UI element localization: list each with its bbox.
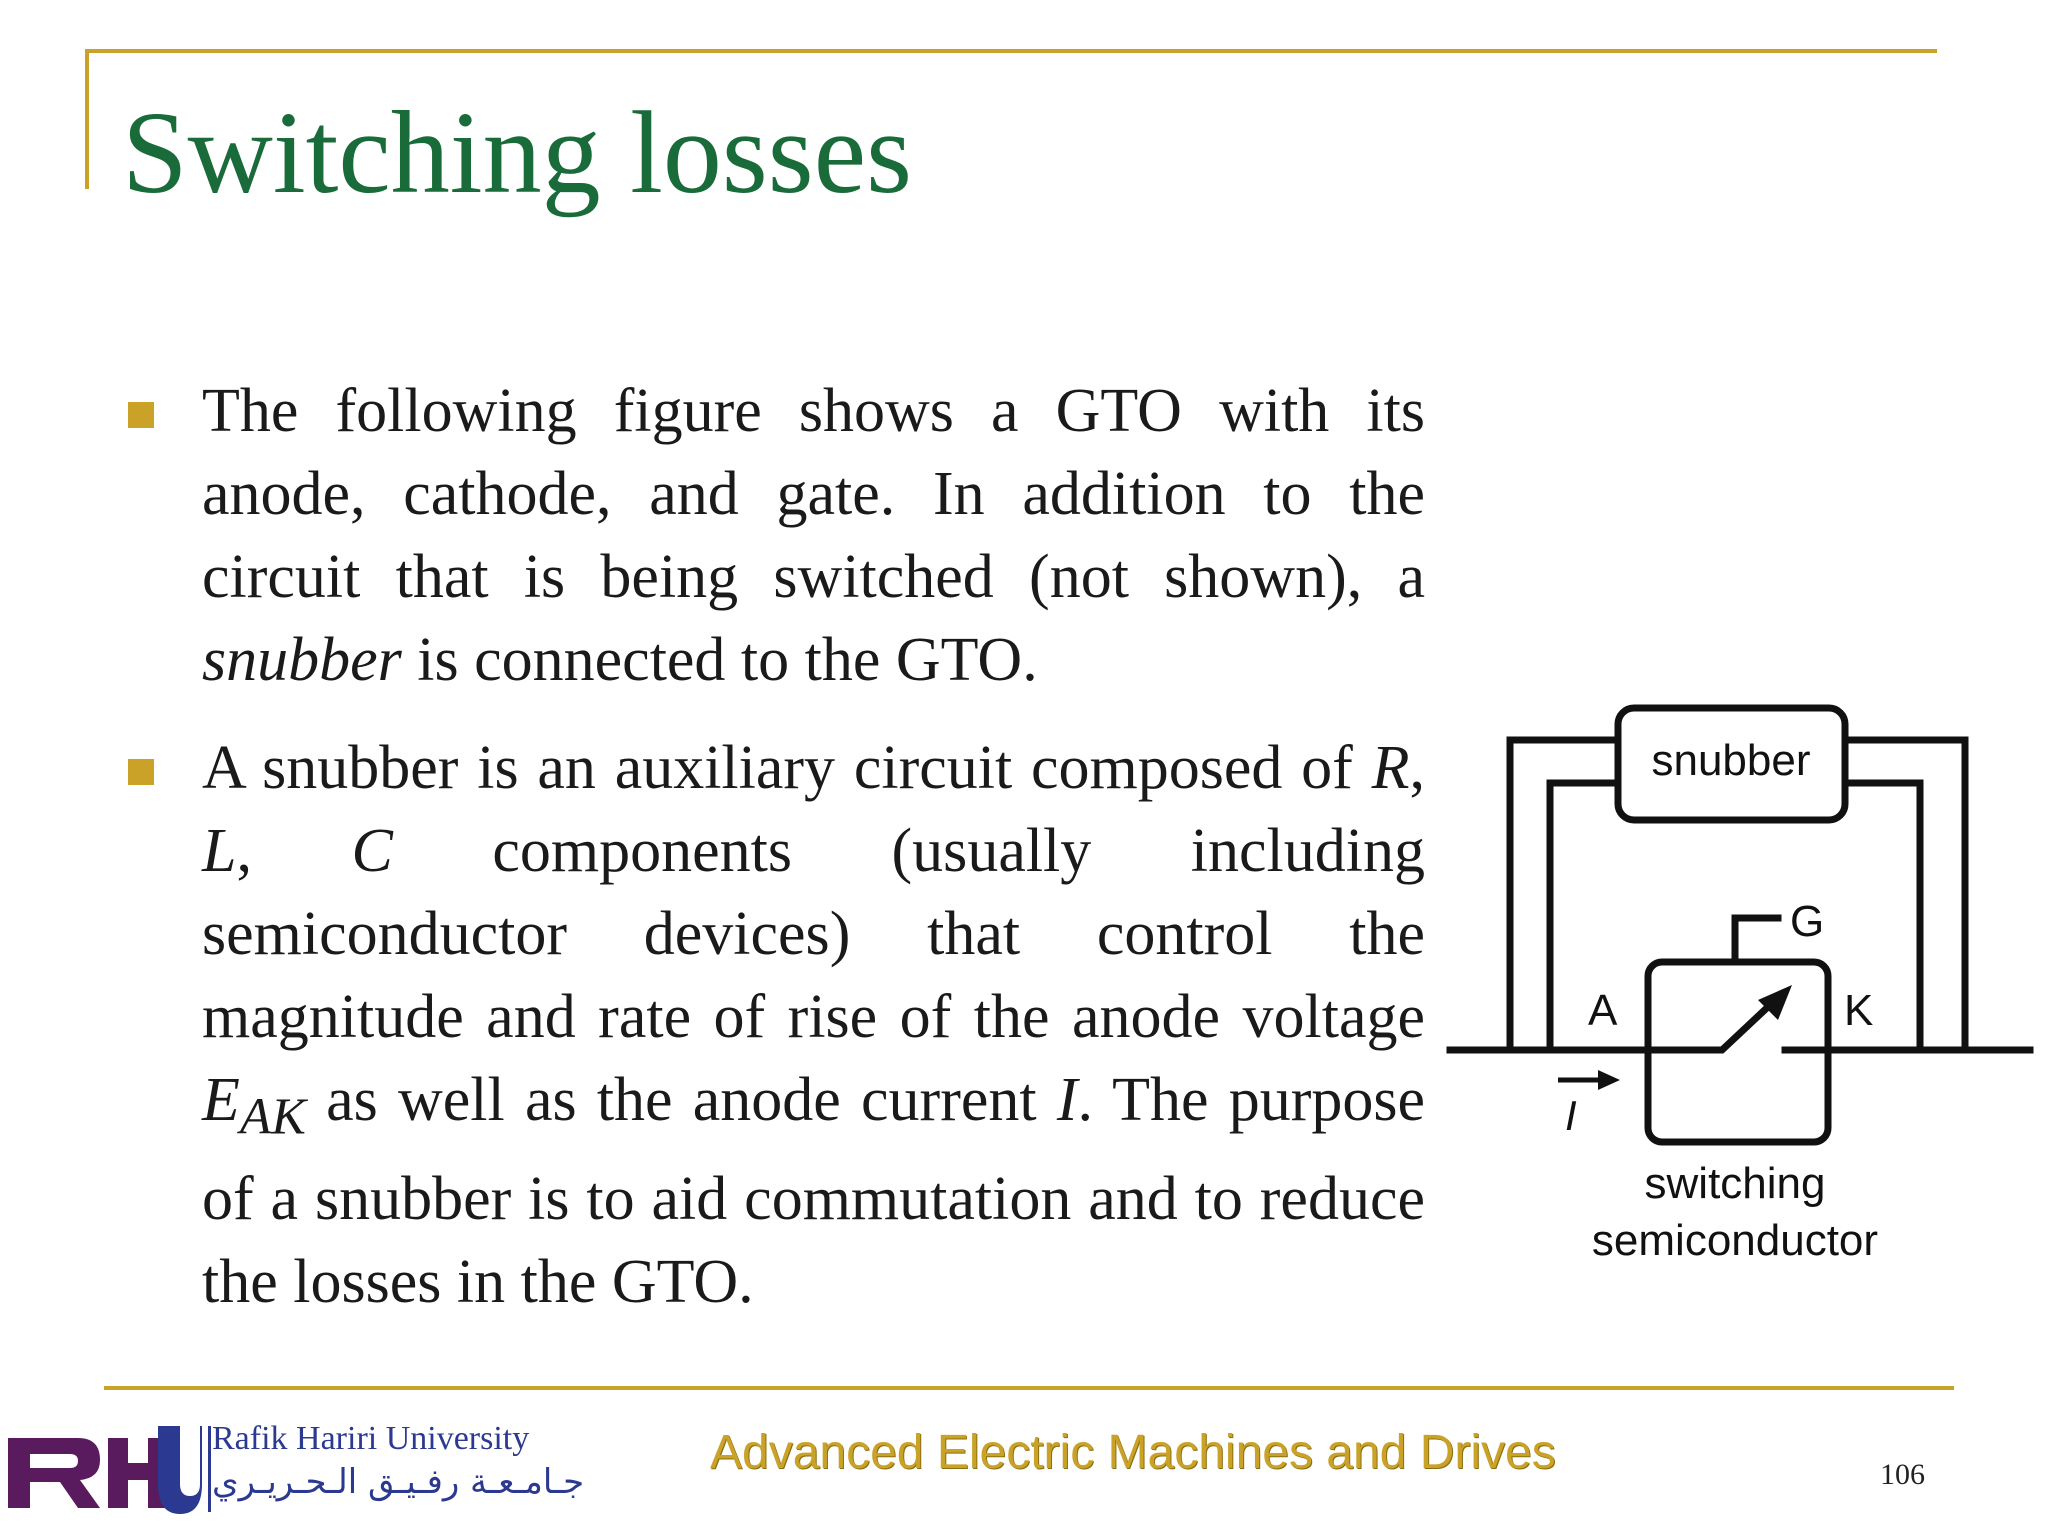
cathode-label: K	[1844, 986, 1873, 1035]
logo-r-shape	[8, 1438, 100, 1508]
snubber-label: snubber	[1651, 736, 1810, 785]
gto-snubber-figure: snubber G A K I switching semiconductor	[1446, 704, 2034, 1265]
inner-wire-right	[1841, 779, 1924, 1054]
current-label: I	[1565, 1092, 1577, 1139]
switch-arrow-icon	[1758, 985, 1792, 1020]
slide-title: Switching losses	[122, 87, 912, 218]
caption-line-2: semiconductor	[1592, 1216, 1878, 1265]
inner-wire	[1546, 779, 1622, 1054]
gate-wire	[1731, 914, 1782, 966]
bottom-rule	[104, 1386, 1954, 1390]
outer-wire-right	[1841, 736, 2034, 1054]
current-arrow-head-icon	[1598, 1070, 1620, 1090]
page-number: 106	[1880, 1458, 1925, 1491]
switch-blade	[1686, 1000, 1775, 1054]
gate-label: G	[1790, 897, 1824, 946]
logo-u-shape	[158, 1426, 202, 1514]
bullet-2-text: A snubber is an auxiliary circuit compos…	[202, 734, 1426, 1317]
outer-wire	[1446, 736, 1622, 1054]
left-rule	[85, 49, 89, 189]
university-name-ar: جـامـعـة رفـيـق الـحـريـري	[212, 1462, 585, 1502]
anode-label: A	[1588, 986, 1618, 1035]
slide-body: The following figure shows a GTO with it…	[120, 370, 1425, 1349]
rhu-logo	[8, 1426, 211, 1514]
logo-h-shape	[108, 1438, 168, 1508]
course-title: Advanced Electric Machines and Drives	[710, 1426, 1556, 1479]
bullet-square-icon	[128, 402, 154, 428]
bullet-2: A snubber is an auxiliary circuit compos…	[120, 727, 1425, 1324]
bullet-1-text: The following figure shows a GTO with it…	[202, 377, 1425, 694]
top-rule	[85, 49, 1937, 53]
snubber-box	[1614, 704, 1849, 824]
bullet-square-icon	[128, 759, 154, 785]
caption-line-1: switching	[1645, 1159, 1826, 1208]
logo-divider	[208, 1426, 211, 1512]
university-name-en: Rafik Hariri University	[212, 1420, 530, 1457]
bullet-1: The following figure shows a GTO with it…	[120, 370, 1425, 702]
